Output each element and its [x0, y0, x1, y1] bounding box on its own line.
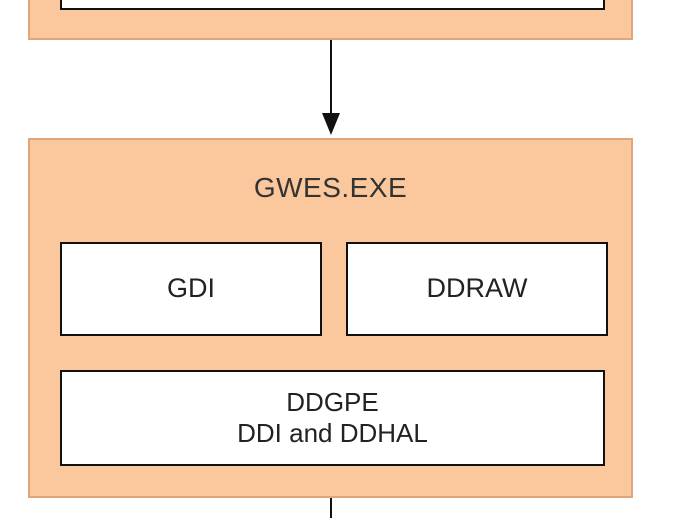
upper-inner-box — [60, 0, 605, 10]
gwes-container: GWES.EXE GDI DDRAW DDGPE DDI and DDHAL — [28, 138, 633, 498]
container-title: GWES.EXE — [253, 172, 408, 203]
upper-container — [28, 0, 633, 40]
connector-arrowhead — [322, 113, 340, 135]
bottom-connector-line — [330, 498, 332, 518]
connector-arrow-line — [330, 40, 332, 115]
ddraw-label: DDRAW — [426, 273, 528, 304]
gdi-box: GDI — [60, 242, 322, 336]
ddgpe-label-line1: DDGPE — [286, 387, 379, 418]
ddgpe-label-line2: DDI and DDHAL — [237, 418, 428, 448]
ddgpe-box: DDGPE DDI and DDHAL — [60, 370, 605, 466]
gdi-label: GDI — [166, 273, 215, 304]
ddraw-box: DDRAW — [346, 242, 608, 336]
